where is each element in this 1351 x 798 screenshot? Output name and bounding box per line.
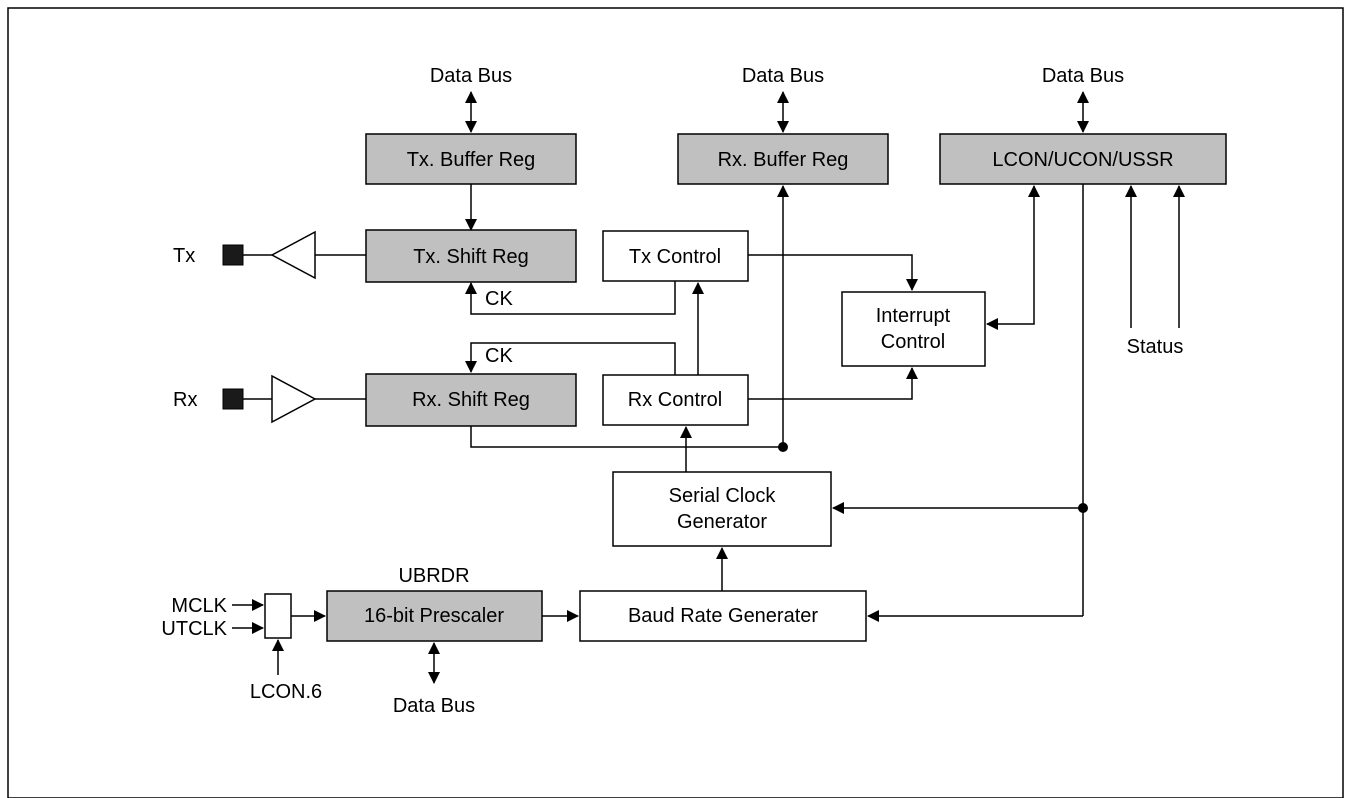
prescaler-label: 16-bit Prescaler xyxy=(364,605,504,627)
data-bus-label-rx: Data Bus xyxy=(742,65,824,87)
rx-shift-junction-dot xyxy=(778,442,788,452)
tx-ck-label: CK xyxy=(485,288,513,310)
rx-shift-to-buffer-wire xyxy=(470,185,789,448)
rx-pin-label: Rx xyxy=(173,389,197,411)
lcon-ucon-ussr-reg xyxy=(939,133,1227,185)
serial-clock-generator xyxy=(612,471,832,547)
tx-control xyxy=(602,230,749,282)
data-bus-label-lcon: Data Bus xyxy=(1042,65,1124,87)
rx-buffer-reg xyxy=(677,133,889,185)
interrupt-control-label-2: Control xyxy=(881,331,945,353)
rx-control-to-interrupt-wire xyxy=(748,367,918,400)
clock-select-mux xyxy=(264,593,292,639)
data-bus-label-tx: Data Bus xyxy=(430,65,512,87)
baud-rate-generator xyxy=(579,590,867,642)
tx-control-label: Tx Control xyxy=(629,246,721,268)
utclk-label: UTCLK xyxy=(161,618,227,640)
tx-driver-buffer xyxy=(270,230,316,280)
interrupt-control xyxy=(841,291,986,367)
tx-pin-label: Tx xyxy=(173,245,195,267)
tx-buffer-reg xyxy=(365,133,577,185)
rx-receiver-buffer xyxy=(271,374,317,424)
lcon6-label: LCON.6 xyxy=(250,681,322,703)
tx-ck-wire xyxy=(465,281,676,315)
lcon-ucon-ussr-label: LCON/UCON/USSR xyxy=(992,149,1173,171)
tx-buffer-reg-label: Tx. Buffer Reg xyxy=(407,149,536,171)
rx-buffer-reg-label: Rx. Buffer Reg xyxy=(718,149,849,171)
rx-control-label: Rx Control xyxy=(628,389,722,411)
interrupt-to-lcon-wire xyxy=(986,185,1040,330)
tx-shift-reg xyxy=(365,229,577,283)
tx-pin xyxy=(222,244,244,266)
tx-control-to-interrupt-wire xyxy=(748,254,918,291)
rx-control xyxy=(602,374,749,426)
tx-shift-reg-label: Tx. Shift Reg xyxy=(413,246,529,268)
baud-rate-generator-label: Baud Rate Generater xyxy=(628,605,818,627)
prescaler-16bit xyxy=(326,590,543,642)
mclk-label: MCLK xyxy=(171,595,227,617)
interrupt-control-label-1: Interrupt xyxy=(876,305,951,327)
serial-clock-label-1: Serial Clock xyxy=(669,485,777,507)
diagram-frame xyxy=(7,7,1344,798)
data-bus-label-prescaler: Data Bus xyxy=(393,695,475,717)
serial-clock-label-2: Generator xyxy=(677,511,767,533)
ubrdr-label: UBRDR xyxy=(398,565,469,587)
rx-ck-label: CK xyxy=(485,345,513,367)
rx-shift-reg-label: Rx. Shift Reg xyxy=(412,389,530,411)
status-label: Status xyxy=(1127,336,1184,358)
rx-ck-wire xyxy=(465,342,676,375)
rx-pin xyxy=(222,388,244,410)
